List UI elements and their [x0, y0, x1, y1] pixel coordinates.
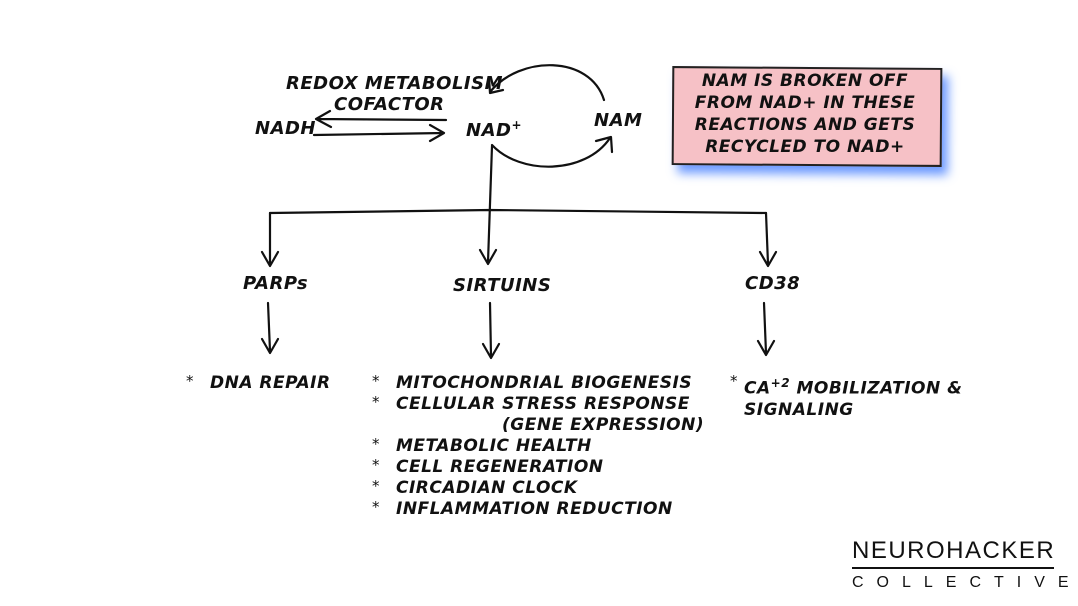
logo-wordmark: NEUROHACKER	[852, 537, 1056, 564]
sirtuins-list: *MITOCHONDRIAL BIOGENESIS *CELLULAR STRE…	[372, 372, 705, 520]
branch-line	[268, 208, 768, 215]
list-item-continuation: SIGNALING	[744, 399, 854, 420]
list-item: *CELLULAR STRESS RESPONSE	[372, 393, 690, 414]
list-item: *INFLAMMATION REDUCTION	[372, 498, 673, 519]
list-item: *METABOLIC HEALTH	[372, 435, 592, 456]
arrow-sirtuins-down	[481, 301, 501, 360]
list-item-continuation: (GENE EXPRESSION)	[502, 415, 705, 435]
logo-subtitle: COLLECTIVE	[852, 574, 1078, 591]
note-line-4: RECYCLED TO NAD+	[705, 137, 905, 157]
redox-label-line2: COFACTOR	[334, 94, 445, 115]
cd38-list: *CA+2 MOBILIZATION & SIGNALING	[730, 372, 963, 421]
bullet-star: *	[372, 477, 380, 495]
arrow-to-cd38	[758, 211, 778, 268]
arc-nam-to-nad	[487, 64, 606, 102]
list-item: *CELL REGENERATION	[372, 456, 604, 477]
sirtuins-label: SIRTUINS	[453, 275, 552, 296]
cd38-label: CD38	[745, 273, 801, 294]
note-line-1: NAM IS BROKEN OFF	[701, 71, 909, 91]
nad-text: NAD	[466, 120, 512, 141]
bullet-star: *	[372, 372, 380, 390]
bullet-star: *	[372, 498, 380, 516]
list-item: *MITOCHONDRIAL BIOGENESIS	[372, 372, 693, 393]
arrow-nadh-to-nad	[312, 123, 446, 143]
nam-label: NAM	[594, 110, 643, 131]
trunk-line	[478, 144, 498, 266]
parps-list: *DNA REPAIR	[186, 372, 331, 394]
bullet-star: *	[730, 372, 738, 390]
arrow-nad-to-nadh	[314, 109, 448, 129]
redox-label-line1: REDOX METABOLISM	[286, 73, 503, 94]
parps-label: PARPs	[243, 273, 309, 294]
nad-superscript: +	[511, 118, 522, 132]
logo-divider	[852, 567, 1054, 569]
bullet-star: *	[372, 435, 380, 453]
arc-nad-to-nam	[490, 135, 614, 168]
list-item: *DNA REPAIR	[186, 372, 331, 393]
note-line-3: REACTIONS AND GETS	[694, 115, 916, 135]
nadh-label: NADH	[255, 118, 317, 139]
bullet-star: *	[372, 393, 380, 411]
list-item: *CA+2 MOBILIZATION &	[730, 372, 963, 399]
note-line-2: FROM NAD+ IN THESE	[694, 93, 916, 113]
nad-label: NAD+	[466, 115, 522, 141]
bullet-star: *	[186, 372, 194, 390]
arrow-to-parps	[260, 211, 280, 268]
list-item: *CIRCADIAN CLOCK	[372, 477, 578, 498]
arrow-parps-down	[260, 301, 280, 355]
arrow-cd38-down	[756, 301, 776, 357]
bullet-star: *	[372, 456, 380, 474]
